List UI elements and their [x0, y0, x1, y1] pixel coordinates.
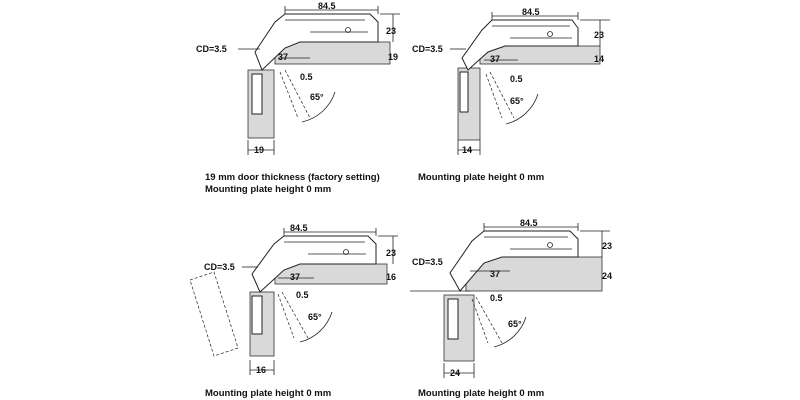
- hinge-cup: [447, 298, 459, 340]
- dim-width: 84.5: [318, 1, 336, 11]
- dim-height: 23: [594, 30, 604, 40]
- dim-angle: 65°: [310, 92, 324, 102]
- dim-bottom: 14: [462, 145, 472, 155]
- hinge-diagram-24mm: 84.5 23 24 37 CD=3.5 0.5 65° 24: [410, 218, 612, 378]
- dim-gap: 0.5: [300, 72, 313, 82]
- caption-line: Mounting plate height 0 mm: [418, 172, 545, 183]
- dim-gap: 0.5: [490, 293, 503, 303]
- hinge-diagram-14mm: 84.5 23 14 37 CD=3.5 0.5 65° 14: [412, 7, 610, 155]
- caption-line: Mounting plate height 0 mm: [418, 388, 545, 399]
- caption-variant-1: 19 mm door thickness (factory setting) M…: [205, 172, 380, 196]
- dim-height: 23: [602, 241, 612, 251]
- caption-line: Mounting plate height 0 mm: [205, 388, 332, 399]
- hinge-diagram-16mm: 84.5 23 16 37 CD=3.5 0.5 65° 16: [190, 223, 398, 375]
- dim-angle: 65°: [308, 312, 322, 322]
- dim-cd: CD=3.5: [412, 257, 443, 267]
- dim-offset: 37: [278, 52, 288, 62]
- caption-variant-2: Mounting plate height 0 mm: [418, 172, 544, 184]
- dim-bottom: 24: [450, 368, 460, 378]
- caption-line: 19 mm door thickness (factory setting): [205, 172, 380, 183]
- dim-width: 84.5: [290, 223, 308, 233]
- dim-width: 84.5: [522, 7, 540, 17]
- dim-thickness: 16: [386, 272, 396, 282]
- door-open-outline: [190, 271, 239, 357]
- dim-cd: CD=3.5: [196, 44, 227, 54]
- hinge-arm: [449, 230, 579, 292]
- dim-width: 84.5: [520, 218, 538, 228]
- hinge-arm: [461, 19, 579, 71]
- dim-thickness: 14: [594, 54, 604, 64]
- dim-angle: 65°: [508, 319, 522, 329]
- caption-variant-3: Mounting plate height 0 mm: [205, 388, 331, 400]
- dim-cd: CD=3.5: [412, 44, 443, 54]
- dim-offset: 37: [490, 54, 500, 64]
- dim-angle: 65°: [510, 96, 524, 106]
- caption-variant-4: Mounting plate height 0 mm: [418, 388, 544, 400]
- hinge-arm: [254, 13, 379, 71]
- caption-line: Mounting plate height 0 mm: [205, 184, 332, 195]
- dim-height: 23: [386, 26, 396, 36]
- hinge-cup: [251, 295, 263, 335]
- hinge-diagram-19mm: 84.5 23 19 37 CD=3.5 0.5 65° 19: [196, 1, 400, 155]
- dim-gap: 0.5: [296, 290, 309, 300]
- hinge-cup: [251, 73, 263, 115]
- dim-offset: 37: [490, 269, 500, 279]
- dim-height: 23: [386, 248, 396, 258]
- cabinet-side-panel: [465, 256, 603, 292]
- dim-offset: 37: [290, 272, 300, 282]
- dim-bottom: 19: [254, 145, 264, 155]
- hinge-cup: [459, 71, 469, 113]
- dim-gap: 0.5: [510, 74, 523, 84]
- dim-thickness: 24: [602, 271, 612, 281]
- dim-thickness: 19: [388, 52, 398, 62]
- dim-cd: CD=3.5: [204, 262, 235, 272]
- dim-bottom: 16: [256, 365, 266, 375]
